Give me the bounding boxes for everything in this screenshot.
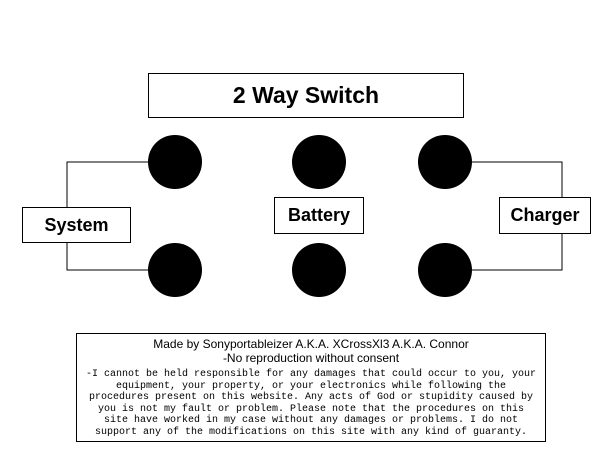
terminal-top-right	[418, 135, 472, 189]
battery-label-box: Battery	[274, 197, 364, 234]
credits-box: Made by Sonyportableizer A.K.A. XCrossXl…	[76, 333, 546, 442]
diagram-title-box: 2 Way Switch	[148, 73, 464, 118]
system-label-box: System	[22, 207, 131, 243]
charger-label-box: Charger	[499, 197, 591, 234]
system-label: System	[44, 214, 109, 235]
battery-label: Battery	[287, 205, 351, 225]
terminal-bottom-right	[418, 243, 472, 297]
terminal-bottom-left	[148, 243, 202, 297]
author-credit: Made by Sonyportableizer A.K.A. XCrossXl…	[153, 337, 469, 351]
terminal-top-left	[148, 135, 202, 189]
disclaimer-text: -I cannot be held responsible for any da…	[85, 369, 537, 438]
charger-label: Charger	[510, 205, 580, 225]
diagram-title: 2 Way Switch	[232, 82, 380, 108]
reproduction-notice: -No reproduction without consent	[222, 351, 400, 365]
terminal-bottom-center	[292, 243, 346, 297]
terminal-top-center	[292, 135, 346, 189]
